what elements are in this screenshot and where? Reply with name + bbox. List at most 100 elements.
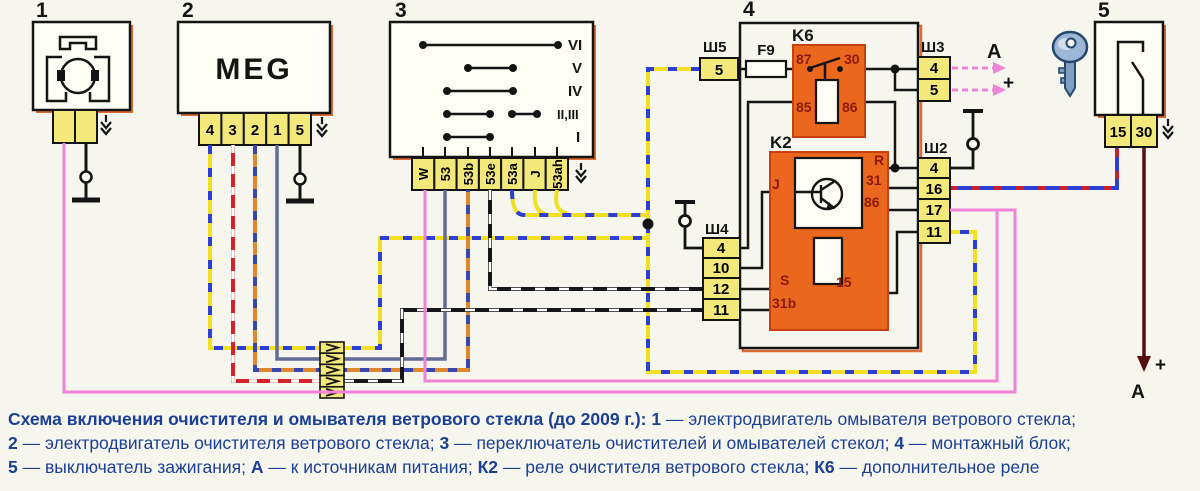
caption-line-1: Схема включения очистителя и омывателя в… (8, 409, 1076, 429)
limit-switch-terminal-sh2 (950, 109, 983, 170)
wire-blue-orange-dash (253, 145, 470, 372)
pin-label: J (528, 170, 543, 177)
wiper-switch-component: 3 VI V IV II,III I (388, 0, 596, 191)
limit-switch-terminal-sh4 (675, 200, 703, 250)
connector-sh4: Ш4 4 10 12 11 (702, 221, 741, 321)
connector-sh5: Ш5 5 (699, 39, 739, 81)
junction-dots (642, 64, 900, 230)
relay-k2-label: K2 (770, 133, 792, 152)
pin-label: 53ah (550, 159, 565, 189)
power-feed-arrows: A + (952, 41, 1014, 96)
sh4-label: Ш4 (705, 221, 729, 238)
connector-sh3: Ш3 4 5 (917, 39, 951, 102)
k2-15: 15 (836, 274, 852, 290)
svg-text:IV: IV (568, 83, 582, 100)
pin-label: 53b (461, 163, 476, 185)
caption-title: Схема включения очистителя и омывателя в… (8, 409, 652, 429)
washer-pin (52, 109, 76, 144)
battery-plus-label: + (1155, 355, 1166, 376)
relay-k6: K6 87 30 85 86 (792, 26, 866, 138)
wire-black-white-53e-dash (488, 190, 703, 291)
fuse-f9-label: F9 (757, 42, 775, 59)
chassis-ground-icon (99, 113, 113, 136)
sh2-pin-4: 4 (930, 160, 939, 177)
k6-86: 86 (842, 99, 858, 115)
sh2-label: Ш2 (924, 140, 947, 157)
sh4-pin-4: 4 (717, 240, 726, 257)
pin-label: 3 (228, 122, 236, 139)
ignition-pin-15: 15 (1110, 124, 1127, 141)
svg-text:V: V (572, 60, 582, 77)
k6-coil (814, 78, 840, 125)
component-5-number: 5 (1098, 0, 1110, 22)
ignition-key-icon (1051, 30, 1089, 98)
k2-coil (812, 236, 844, 286)
wiring-diagram: 1 MEG 2 4 3 2 1 5 3 (31, 0, 1175, 403)
k6-30: 30 (844, 51, 860, 67)
sh4-pin-10: 10 (713, 260, 730, 277)
sh3-pin-5: 5 (930, 82, 938, 99)
wiper-motor-component: MEG 2 4 3 2 1 5 (176, 0, 333, 146)
k2-31: 31 (866, 172, 882, 188)
caption-line-3: 5 — выключатель зажигания; А — к источни… (8, 457, 1040, 477)
svg-text:VI: VI (568, 37, 582, 54)
joint-connector-chevrons (325, 343, 342, 397)
sh2-pin-17: 17 (926, 202, 943, 219)
switch-position-labels: VI V IV II,III I (557, 37, 582, 146)
pin-label: 4 (206, 122, 215, 139)
washer-motor-ground (72, 143, 100, 203)
washer-motor-clip (58, 35, 98, 51)
washer-motor-component: 1 (31, 0, 133, 144)
switch-contact-rows (422, 43, 558, 157)
connector-sh2: Ш2 4 16 17 11 (917, 140, 951, 244)
k6-contact-blade (809, 56, 841, 80)
sh2-pin-16: 16 (926, 181, 943, 198)
pin-label: 1 (273, 122, 281, 139)
svg-text:II,III: II,III (557, 107, 579, 122)
relay-k6-label: K6 (792, 26, 814, 45)
wires (208, 67, 1151, 383)
caption: Схема включения очистителя и омывателя в… (0, 403, 1200, 479)
wire-blue-red-dash (950, 147, 1119, 190)
sh4-pin-12: 12 (713, 281, 730, 298)
sh2-pin-11: 11 (926, 224, 942, 241)
battery-arrowhead (1137, 356, 1151, 372)
washer-pin (74, 109, 98, 144)
wire-black-white-dash (344, 308, 703, 383)
k2-r: R (874, 152, 884, 168)
caption-line-2: 2 — электродвигатель очистителя ветровог… (8, 433, 1071, 453)
component-3-number: 3 (395, 0, 407, 22)
k2-31b: 31b (772, 295, 796, 311)
pin-label: 53e (483, 163, 498, 185)
component-2-number: 2 (182, 0, 194, 22)
chassis-ground-icon (1161, 117, 1175, 140)
component-1-number: 1 (36, 0, 48, 22)
washer-motor-mount (45, 55, 111, 103)
pin-label: 2 (251, 122, 259, 139)
battery-a-label: A (1131, 382, 1145, 403)
mounting-block: 4 K6 87 30 85 86 F9 (699, 0, 951, 353)
wire-pink-washer (62, 143, 1017, 394)
power-a-label: A (987, 41, 1001, 63)
svg-text:I: I (576, 129, 580, 146)
chassis-ground-icon (315, 115, 329, 138)
power-plus-label: + (1003, 73, 1014, 94)
switch-pins: W 53 53b 53e 53a J 53ah (411, 157, 570, 191)
fuse-f9 (744, 59, 788, 79)
sh4-pin-11: 11 (713, 302, 729, 319)
joint-connector-block (319, 341, 345, 399)
ignition-switch-component: 5 15 30 (1093, 0, 1175, 148)
ignition-contact-symbol (1116, 40, 1145, 115)
wiper-motor-ground (286, 145, 314, 204)
pin-label: 53 (438, 167, 453, 181)
wire-slate (275, 145, 447, 361)
wiper-motor-pins: 4 3 2 1 5 (198, 112, 313, 146)
switch-contact-dots (419, 41, 562, 141)
ignition-pin-30: 30 (1136, 124, 1153, 141)
sh5-label: Ш5 (703, 39, 726, 56)
sh3-pin-4: 4 (930, 60, 939, 77)
motor-rotor-symbol (59, 57, 97, 95)
k6-87: 87 (796, 51, 812, 67)
k2-86: 86 (864, 194, 880, 210)
